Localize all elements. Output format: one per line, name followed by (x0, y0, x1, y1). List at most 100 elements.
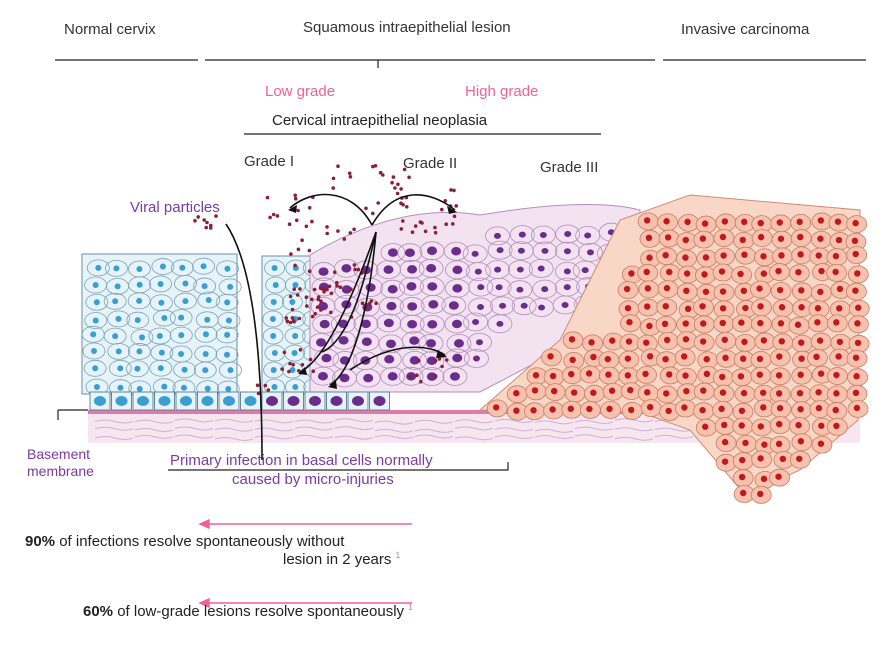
normal-cell-nucleus (270, 367, 277, 373)
carcinoma-cell-nucleus (798, 355, 805, 362)
stroma-fiber (94, 436, 134, 441)
dysplastic-cell (468, 297, 493, 317)
stroma-fiber (214, 436, 254, 441)
viral-particle (293, 196, 298, 201)
carcinoma-cell-nucleus (605, 371, 612, 378)
viral-particle (205, 220, 209, 225)
carcinoma-cell-nucleus (719, 389, 727, 396)
basement-label-line1: Basement (27, 446, 91, 462)
normal-cell (262, 310, 284, 328)
stroma-fiber (454, 419, 494, 424)
carcinoma-cell-nucleus (703, 356, 710, 363)
viral-particle (325, 225, 329, 229)
stroma-fiber (374, 420, 414, 425)
carcinoma-cell-nucleus (853, 373, 860, 380)
normal-cell-nucleus (224, 331, 231, 338)
carcinoma-cell-nucleus (740, 389, 748, 397)
stroma-fiber (334, 435, 374, 440)
carcinoma-cell-nucleus (817, 235, 824, 242)
carcinoma-cell-nucleus (624, 304, 632, 312)
dysplastic-cell-nucleus (407, 302, 418, 311)
stroma-fiber (414, 419, 454, 424)
dysplastic-cell (575, 226, 601, 245)
carcinoma-cell-nucleus (855, 304, 862, 311)
dysplastic-cell (399, 259, 425, 279)
dysplastic-cell-nucleus (541, 286, 549, 293)
viral-particle (364, 206, 368, 211)
dysplastic-cell (511, 296, 537, 316)
dysplastic-cell-nucleus (452, 284, 463, 293)
normal-cell-nucleus (92, 365, 99, 372)
carcinoma-cell-nucleus (663, 218, 670, 225)
viral-particle (321, 286, 326, 291)
dysplastic-cell-nucleus (361, 337, 372, 346)
carcinoma-cell-nucleus (662, 303, 669, 310)
carcinoma-cell-nucleus (721, 458, 729, 465)
header-normal-cervix: Normal cervix (64, 21, 156, 38)
grade-1-label: Grade I (244, 153, 295, 170)
carcinoma-cell-nucleus (642, 370, 649, 378)
stroma-fiber (134, 419, 174, 424)
viral-particle (369, 299, 374, 303)
carcinoma-cell-nucleus (699, 406, 706, 414)
viral-particle (298, 287, 302, 291)
viral-particle (310, 314, 315, 319)
viral-particle (266, 388, 271, 392)
normal-cell (103, 292, 127, 310)
dysplastic-cell-nucleus (563, 268, 571, 275)
basal-cell-nucleus (223, 396, 235, 406)
carcinoma-cell-nucleus (718, 268, 726, 275)
carcinoma-cell-nucleus (702, 288, 710, 295)
carcinoma-cell-nucleus (531, 387, 539, 394)
header-invasive-carcinoma: Invasive carcinoma (681, 21, 810, 38)
viral-particle (373, 164, 378, 168)
carcinoma-cell-nucleus (854, 339, 862, 347)
carcinoma-cell-nucleus (851, 237, 859, 245)
normal-cell (169, 309, 193, 327)
carcinoma-cell-nucleus (721, 218, 729, 225)
carcinoma-cell-nucleus (530, 407, 537, 414)
viral-particle (282, 350, 287, 355)
normal-cell (216, 260, 239, 278)
normal-cell-nucleus (227, 283, 234, 290)
carcinoma-cell-nucleus (626, 318, 633, 326)
normal-cell (194, 325, 218, 343)
dysplastic-cell-nucleus (476, 339, 484, 346)
carcinoma-cell-nucleus (798, 304, 805, 311)
carcinoma-cell-nucleus (701, 220, 709, 227)
stroma-fiber (374, 434, 414, 439)
carcinoma-cell-nucleus (703, 370, 711, 378)
dysplastic-cell (419, 367, 445, 386)
carcinoma-cell-nucleus (645, 234, 653, 242)
carcinoma-cell-nucleus (778, 338, 785, 345)
viral-particle (288, 361, 292, 366)
normal-cell-nucleus (161, 383, 168, 390)
dysplastic-cell-nucleus (494, 266, 502, 273)
basal-cell-nucleus (266, 396, 278, 406)
carcinoma-cell-nucleus (720, 252, 727, 259)
normal-cell-nucleus (178, 314, 185, 321)
dysplastic-cell-nucleus (386, 301, 397, 311)
dysplastic-cell-nucleus (516, 286, 524, 293)
normal-cell (197, 291, 221, 309)
dysplastic-cell-nucleus (499, 302, 507, 309)
dysplastic-cell-nucleus (472, 355, 480, 362)
viral-particle (284, 316, 289, 320)
carcinoma-cell-nucleus (757, 490, 764, 498)
normal-cell-nucleus (159, 263, 166, 270)
carcinoma-cell-nucleus (796, 218, 803, 226)
viral-particle (329, 291, 334, 296)
dysplastic-cell-nucleus (477, 304, 485, 310)
carcinoma-cell-nucleus (756, 355, 764, 363)
carcinoma-cell-nucleus (683, 270, 691, 277)
carcinoma-cell-nucleus (815, 252, 822, 259)
normal-cell (173, 361, 197, 379)
normal-cell-nucleus (134, 365, 141, 372)
viral-particle (374, 301, 379, 306)
dysplastic-cell-nucleus (496, 320, 504, 327)
viral-particle (336, 229, 340, 233)
viral-particle (410, 230, 415, 234)
stroma-fiber (414, 434, 454, 439)
viral-particle (335, 280, 339, 285)
normal-cell-nucleus (292, 333, 299, 339)
